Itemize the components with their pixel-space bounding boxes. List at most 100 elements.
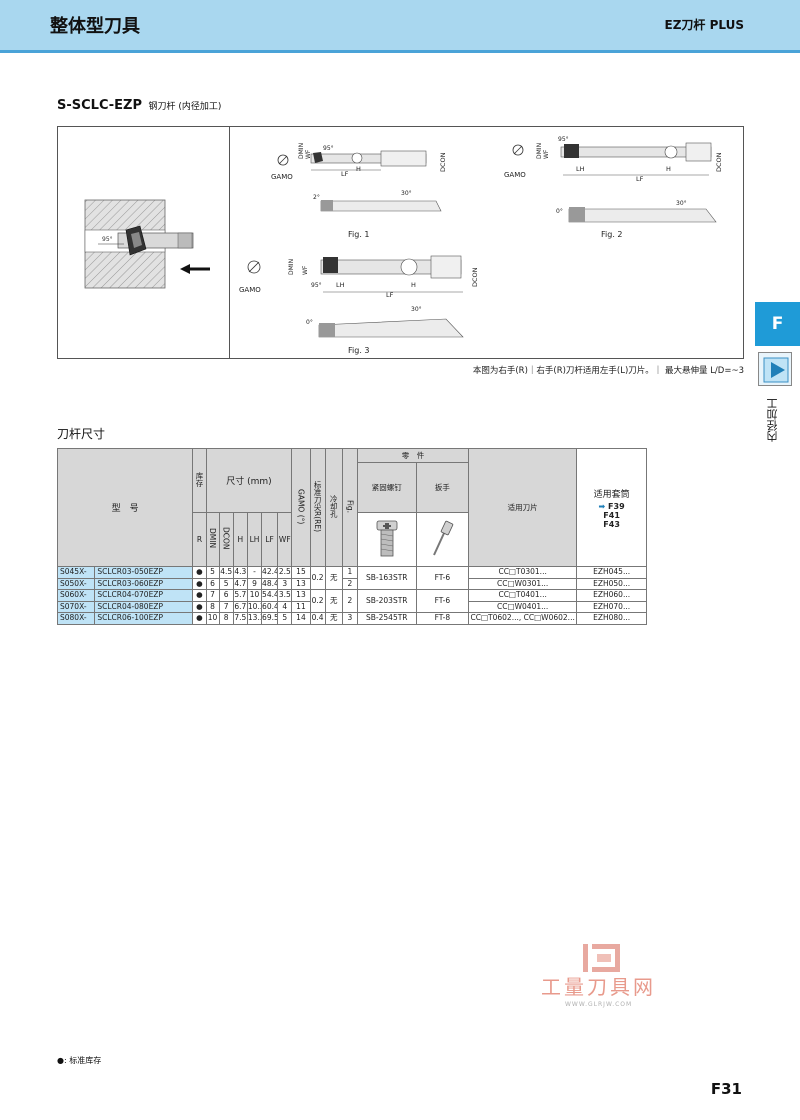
subheader-wf: WF xyxy=(277,512,293,567)
header-insert: 适用刀片 xyxy=(468,448,578,567)
table-row: S070X- SCLCR04-080EZP ● 8 7 6.7 10.3 60.… xyxy=(56,600,647,613)
product-title: S-SCLC-EZP 钢刀杆 (内径加工) xyxy=(57,98,221,113)
fig3-h-label: H xyxy=(411,281,416,289)
product-subtitle: 钢刀杆 (内径加工) xyxy=(148,102,222,112)
row-dmin: 5 xyxy=(205,566,220,579)
row-coolant: 无 xyxy=(324,612,343,625)
group1-insert-b: CC□W0301... xyxy=(468,577,578,590)
group2-re: 0.2 xyxy=(309,589,326,613)
header-coolant: 冷却孔 xyxy=(324,448,343,567)
row-re: 0.4 xyxy=(309,612,326,625)
group1-wrench: FT-6 xyxy=(415,566,470,590)
row-h: 5.7 xyxy=(232,589,248,602)
row-prefix: S050X- xyxy=(56,577,96,590)
page-header: 整体型刀具 EZ刀杆 PLUS xyxy=(0,0,800,50)
header-parts: 零 件 xyxy=(356,448,470,463)
fig2-wf-label: WF xyxy=(543,149,550,159)
row-fig: 1 xyxy=(341,566,358,579)
fig1-lf-label: LF xyxy=(341,170,349,178)
fig1-dmin-label: DMIN xyxy=(298,143,305,159)
row-stock: ● xyxy=(192,577,207,590)
row-model: SCLCR03-050EZP xyxy=(94,566,194,579)
table-row: S060X- SCLCR04-070EZP ● 7 6 5.7 10 54.4 … xyxy=(56,589,647,613)
row-stock: ● xyxy=(192,600,207,613)
wrench-icon xyxy=(433,520,454,555)
row-dmin: 10 xyxy=(205,612,220,625)
table-row: S045X- SCLCR03-050EZP ● 5 4.5 4.3 - 42.4… xyxy=(56,566,647,590)
header-screw: 紧固螺钉 xyxy=(356,462,417,513)
fig3-angle95: 95° xyxy=(311,282,322,289)
sleeve-ref-3[interactable]: F43 xyxy=(603,519,620,529)
watermark-logo: 工量刀具网 WWW.GLRJW.COM xyxy=(535,942,705,1012)
fig2-lf-label: LF xyxy=(636,175,644,183)
fig3-dmin-label: DMIN xyxy=(288,259,295,275)
subheader-lf: LF xyxy=(261,512,279,567)
row-lf: 42.4 xyxy=(261,566,279,579)
row-dcon: 8 xyxy=(218,612,234,625)
header-title: 整体型刀具 xyxy=(50,16,140,37)
fig3-dcon-label: DCON xyxy=(471,267,479,287)
fig1-dcon-label: DCON xyxy=(439,152,447,172)
row-dcon: 7 xyxy=(218,600,234,613)
holder-dimension-table: 型 号 库存 尺寸 (mm) GAMO (°) 标准刀尖R(RE) 冷却孔 Fi… xyxy=(56,448,647,625)
group1-insert-a: CC□T0301... xyxy=(468,566,578,579)
fig3-angle30: 30° xyxy=(411,306,422,313)
row-prefix: S060X- xyxy=(56,589,96,602)
row-model: SCLCR04-080EZP xyxy=(94,600,194,613)
workpiece-illustration: 95° xyxy=(58,127,230,358)
fig1-drawing: GAMO LF H DCON DMIN WF 95° 2° 30° Fig. 1 xyxy=(271,143,447,239)
row-prefix: S070X- xyxy=(56,600,96,613)
fig3-lh-label: LH xyxy=(336,281,345,289)
subheader-h: H xyxy=(232,512,248,567)
row-dcon: 5 xyxy=(218,577,234,590)
fig1-angle95: 95° xyxy=(323,145,334,152)
fig3-drawing: GAMO LH LF H DCON DMIN WF 95° 0° 30° Fig… xyxy=(239,255,479,355)
subheader-dcon: DCON xyxy=(218,512,234,567)
row-model: SCLCR04-070EZP xyxy=(94,589,194,602)
row-dcon: 6 xyxy=(218,589,234,602)
row-prefix: S045X- xyxy=(56,566,96,579)
row-stock: ● xyxy=(192,566,207,579)
fig1-angle30: 30° xyxy=(401,190,412,197)
row-sleeve: EZH070... xyxy=(576,600,647,613)
row-wf: 4 xyxy=(277,600,293,613)
sleeve-ref-2[interactable]: F41 xyxy=(603,510,620,520)
header-fig: Fig. xyxy=(341,448,358,567)
fig1-wf-label: WF xyxy=(305,149,312,159)
row-lh: 10 xyxy=(246,589,263,602)
row-lh: 9 xyxy=(246,577,263,590)
row-gamo: 15 xyxy=(291,566,311,579)
fig1-angle2: 2° xyxy=(313,194,320,201)
row-lh: 10.3 xyxy=(246,600,263,613)
wrench-image xyxy=(415,512,470,567)
row-screw: SB-2545TR xyxy=(356,612,417,625)
row-wrench: FT-8 xyxy=(415,612,470,625)
row-model: SCLCR03-060EZP xyxy=(94,577,194,590)
table-row: S050X- SCLCR03-060EZP ● 6 5 4.7 9 48.4 3… xyxy=(56,577,647,590)
fig2-drawing: GAMO LH LF H DCON DMIN WF 95° 0° 30° Fig… xyxy=(504,136,723,239)
group2-wrench: FT-6 xyxy=(415,589,470,613)
row-gamo: 13 xyxy=(291,577,311,590)
tool-dimension-drawings: GAMO LF H DCON DMIN WF 95° 2° 30° Fig. 1 xyxy=(239,136,723,355)
group2-insert-a: CC□T0401... xyxy=(468,589,578,602)
fig2-angle95: 95° xyxy=(558,136,569,143)
row-dmin: 7 xyxy=(205,589,220,602)
sleeve-ref-1[interactable]: F39 xyxy=(608,501,625,511)
header-model: 型 号 xyxy=(56,448,194,567)
row-lh: - xyxy=(246,566,263,579)
header-gamo: GAMO (°) xyxy=(291,448,311,567)
header-series: EZ刀杆 PLUS xyxy=(664,18,744,32)
group2-coolant: 无 xyxy=(324,589,343,613)
group1-re: 0.2 xyxy=(309,566,326,590)
row-wf: 5 xyxy=(277,612,293,625)
fig3-caption: Fig. 3 xyxy=(348,346,370,355)
section-tab[interactable]: F xyxy=(755,302,800,346)
subheader-r: R xyxy=(192,512,207,567)
subheader-dmin: DMIN xyxy=(205,512,220,567)
header-corner-radius: 标准刀尖R(RE) xyxy=(309,448,326,567)
row-sleeve: EZH080... xyxy=(576,612,647,625)
row-lh: 13.3 xyxy=(246,612,263,625)
row-lf: 60.4 xyxy=(261,600,279,613)
group2-screw: SB-203STR xyxy=(356,589,417,613)
row-model: SCLCR06-100EZP xyxy=(94,612,194,625)
